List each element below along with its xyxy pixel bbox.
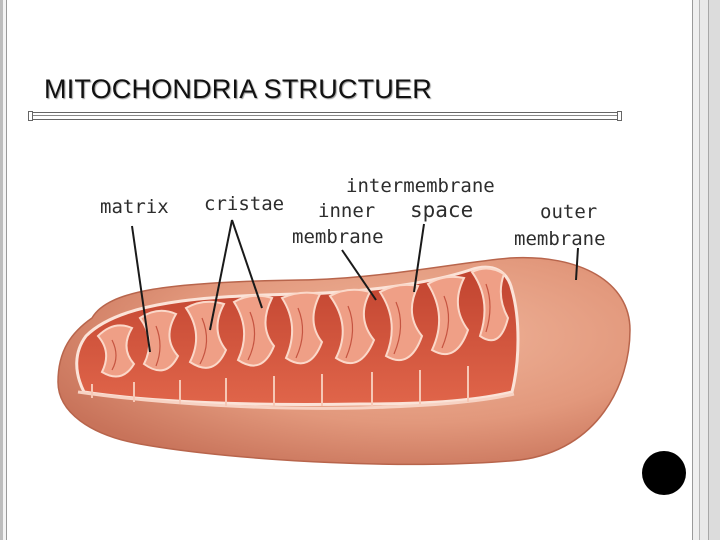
label-cristae: cristae: [204, 193, 284, 215]
leader-intermembrane-space: [413, 223, 425, 293]
slide-title: MITOCHONDRIA STRUCTUER: [44, 74, 432, 104]
slide-frame-left: [0, 0, 10, 540]
leader-cristae-right: [231, 219, 263, 309]
label-inner-membrane-line1: inner: [318, 200, 375, 222]
slide-frame-right: [690, 0, 720, 540]
title-underline: [28, 112, 622, 120]
label-matrix: matrix: [100, 196, 169, 218]
leader-outer-membrane: [575, 247, 579, 281]
leader-inner-membrane: [341, 249, 377, 301]
leader-lines: [131, 219, 579, 353]
leader-cristae-left: [209, 219, 233, 331]
slide-bullet-dot: [642, 451, 686, 495]
cut-edge-rim: [77, 390, 515, 410]
title-underline-cap-right: [617, 111, 622, 121]
cristae-shading: [111, 283, 491, 371]
label-intermembrane-space-line1: intermembrane: [346, 175, 495, 197]
title-underline-cap-left: [28, 111, 33, 121]
leader-matrix: [131, 225, 151, 353]
crista-fold: [138, 309, 180, 372]
label-intermembrane-space-line2: space: [410, 198, 473, 222]
label-outer-membrane-line2: membrane: [514, 228, 606, 250]
label-inner-membrane-line2: membrane: [292, 226, 384, 248]
label-outer-membrane-line1: outer: [540, 201, 597, 223]
cavity-base-ridges: [91, 366, 469, 406]
